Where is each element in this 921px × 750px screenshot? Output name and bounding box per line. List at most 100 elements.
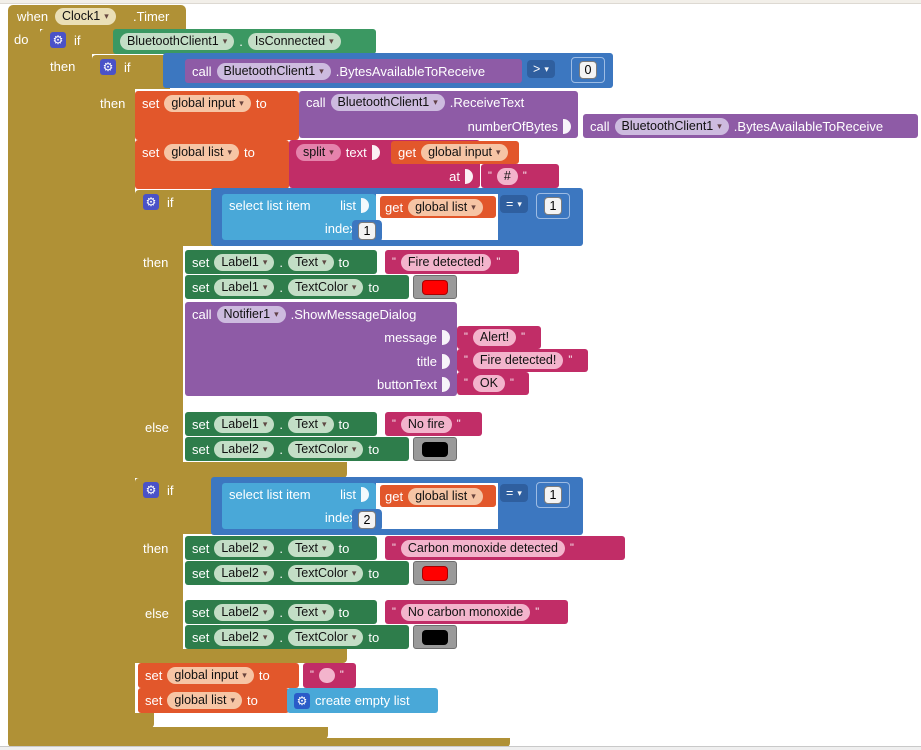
if2-mutator-gear-icon[interactable]: ⚙ (100, 59, 116, 75)
set-label1-text-block[interactable]: set Label1▾ . Text▾ to (185, 412, 377, 436)
list-mutator-gear-icon[interactable]: ⚙ (294, 692, 310, 709)
black-color-swatch[interactable] (422, 629, 448, 645)
color-black-block[interactable] (413, 437, 457, 461)
set-label1-textcolor-block[interactable]: set Label1▾ . TextColor▾ to (185, 275, 409, 299)
bt-component-dropdown[interactable]: BluetoothClient1▾ (330, 94, 445, 112)
if4-mutator-gear-icon[interactable]: ⚙ (143, 482, 159, 498)
global-list-var-dropdown[interactable]: global list▾ (167, 692, 242, 709)
text-prop-dropdown[interactable]: Text▾ (288, 253, 334, 271)
global-list-var-dropdown[interactable]: global list▾ (408, 198, 483, 216)
label1-component-dropdown[interactable]: Label1▾ (214, 253, 275, 271)
global-input-var-dropdown[interactable]: global input▾ (167, 667, 254, 684)
textcolor-prop-dropdown[interactable]: TextColor▾ (288, 440, 364, 458)
bt-component-dropdown[interactable]: BluetoothClient1▾ (120, 33, 235, 50)
color-black-block[interactable] (413, 625, 457, 649)
label2-component-dropdown[interactable]: Label2▾ (214, 628, 275, 646)
create-empty-list-block[interactable]: ⚙ create empty list (287, 688, 438, 713)
label1-component-dropdown[interactable]: Label1▾ (214, 278, 275, 296)
alert-string-block[interactable]: " Alert! " (457, 326, 541, 349)
label2-component-dropdown[interactable]: Label2▾ (214, 440, 275, 458)
global-list-var-dropdown[interactable]: global list▾ (164, 144, 239, 161)
textcolor-prop-dropdown[interactable]: TextColor▾ (288, 564, 364, 582)
nofire-string-block[interactable]: " No fire " (385, 412, 482, 436)
if1-spine[interactable] (40, 52, 92, 728)
string-value[interactable]: Fire detected! (472, 352, 564, 369)
if4-bottom[interactable] (135, 649, 347, 663)
label2-component-dropdown[interactable]: Label2▾ (214, 564, 275, 582)
if1-bottom[interactable] (40, 727, 328, 739)
get-global-list-block[interactable]: get global list▾ (380, 196, 496, 218)
bt-component-dropdown[interactable]: BluetoothClient1▾ (614, 117, 729, 135)
select-list-item-block[interactable]: select list item list index (222, 483, 376, 529)
when-block-spine[interactable] (8, 26, 40, 739)
textcolor-prop-dropdown[interactable]: TextColor▾ (288, 278, 364, 296)
global-input-var-dropdown[interactable]: global input▾ (164, 95, 251, 112)
bytes-available-call-block[interactable]: call BluetoothClient1▾ .BytesAvailableTo… (583, 114, 918, 138)
hash-string-block[interactable]: " # " (481, 164, 559, 188)
notifier-component-dropdown[interactable]: Notifier1▾ (216, 305, 286, 323)
global-list-var-dropdown[interactable]: global list▾ (408, 487, 483, 505)
split-op-dropdown[interactable]: split▾ (296, 143, 341, 161)
if2-spine[interactable] (92, 88, 135, 713)
select-list-item-block[interactable]: select list item list index (222, 194, 376, 240)
red-color-swatch[interactable] (422, 279, 448, 295)
co-string-block[interactable]: " Carbon monoxide detected " (385, 536, 625, 560)
if3-spine[interactable] (135, 245, 183, 463)
string-value[interactable]: No carbon monoxide (400, 603, 531, 621)
string-value[interactable] (318, 668, 335, 683)
string-value[interactable]: # (496, 167, 518, 185)
set-global-list-block[interactable]: set global list▾ to (135, 140, 289, 189)
number-zero-block[interactable]: 0 (571, 57, 605, 83)
label2-component-dropdown[interactable]: Label2▾ (214, 539, 275, 557)
red-color-swatch[interactable] (422, 565, 448, 581)
set-label2-textcolor-block[interactable]: set Label2▾ . TextColor▾ to (185, 625, 409, 649)
if4-spine[interactable] (135, 533, 183, 650)
color-red-block[interactable] (413, 275, 457, 299)
notifier-showmessagedialog-block[interactable]: call Notifier1▾ .ShowMessageDialog messa… (185, 302, 457, 396)
index-number-block[interactable]: 2 (352, 509, 382, 531)
global-input-var-dropdown[interactable]: global input▾ (421, 144, 508, 161)
bt-component-dropdown[interactable]: BluetoothClient1▾ (216, 62, 331, 80)
if3-mutator-gear-icon[interactable]: ⚙ (143, 194, 159, 210)
label1-component-dropdown[interactable]: Label1▾ (214, 415, 275, 433)
text-prop-dropdown[interactable]: Text▾ (288, 415, 334, 433)
if2-bottom[interactable] (92, 713, 154, 728)
clock-component-dropdown[interactable]: Clock1▾ (55, 8, 116, 25)
fire-string-block[interactable]: " Fire detected! " (385, 250, 519, 274)
receivetext-call-block[interactable]: call BluetoothClient1▾ .ReceiveText numb… (299, 91, 578, 138)
title-string-block[interactable]: " Fire detected! " (457, 349, 588, 372)
set-label2-text-block[interactable]: set Label2▾ . Text▾ to (185, 600, 377, 624)
isconnected-prop-dropdown[interactable]: IsConnected▾ (247, 33, 341, 50)
set-label1-text-block[interactable]: set Label1▾ . Text▾ to (185, 250, 377, 274)
text-prop-dropdown[interactable]: Text▾ (288, 539, 334, 557)
textcolor-prop-dropdown[interactable]: TextColor▾ (288, 628, 364, 646)
gt-operator-dropdown[interactable]: >▾ (527, 60, 555, 78)
compare-number-block[interactable]: 1 (536, 482, 570, 508)
set-global-list-reset-block[interactable]: set global list▾ to (138, 688, 289, 713)
set-label2-text-block[interactable]: set Label2▾ . Text▾ to (185, 536, 377, 560)
set-label2-textcolor-block[interactable]: set Label2▾ . TextColor▾ to (185, 437, 409, 461)
eq-operator-dropdown[interactable]: =▾ (500, 484, 528, 502)
get-global-list-block[interactable]: get global list▾ (380, 485, 496, 507)
when-block-bottom[interactable] (8, 738, 510, 747)
noco-string-block[interactable]: " No carbon monoxide " (385, 600, 568, 624)
empty-string-block[interactable]: " " (303, 663, 356, 688)
color-red-block[interactable] (413, 561, 457, 585)
string-value[interactable]: Carbon monoxide detected (400, 539, 566, 557)
index-number-block[interactable]: 1 (352, 220, 382, 242)
ok-string-block[interactable]: " OK " (457, 372, 529, 395)
set-label2-textcolor-block[interactable]: set Label2▾ . TextColor▾ to (185, 561, 409, 585)
bytes-available-call-block[interactable]: call BluetoothClient1▾ .BytesAvailableTo… (185, 59, 522, 83)
if1-mutator-gear-icon[interactable]: ⚙ (50, 32, 66, 48)
string-value[interactable]: No fire (400, 415, 452, 433)
black-color-swatch[interactable] (422, 441, 448, 457)
text-prop-dropdown[interactable]: Text▾ (288, 603, 334, 621)
bt-isconnected-block[interactable]: BluetoothClient1▾ . IsConnected▾ (113, 29, 376, 54)
string-value[interactable]: OK (472, 375, 505, 392)
string-value[interactable]: Fire detected! (400, 253, 492, 271)
eq-operator-dropdown[interactable]: =▾ (500, 195, 528, 213)
set-global-input-empty-block[interactable]: set global input▾ to (138, 663, 299, 688)
compare-number-block[interactable]: 1 (536, 193, 570, 219)
string-value[interactable]: Alert! (472, 329, 517, 346)
